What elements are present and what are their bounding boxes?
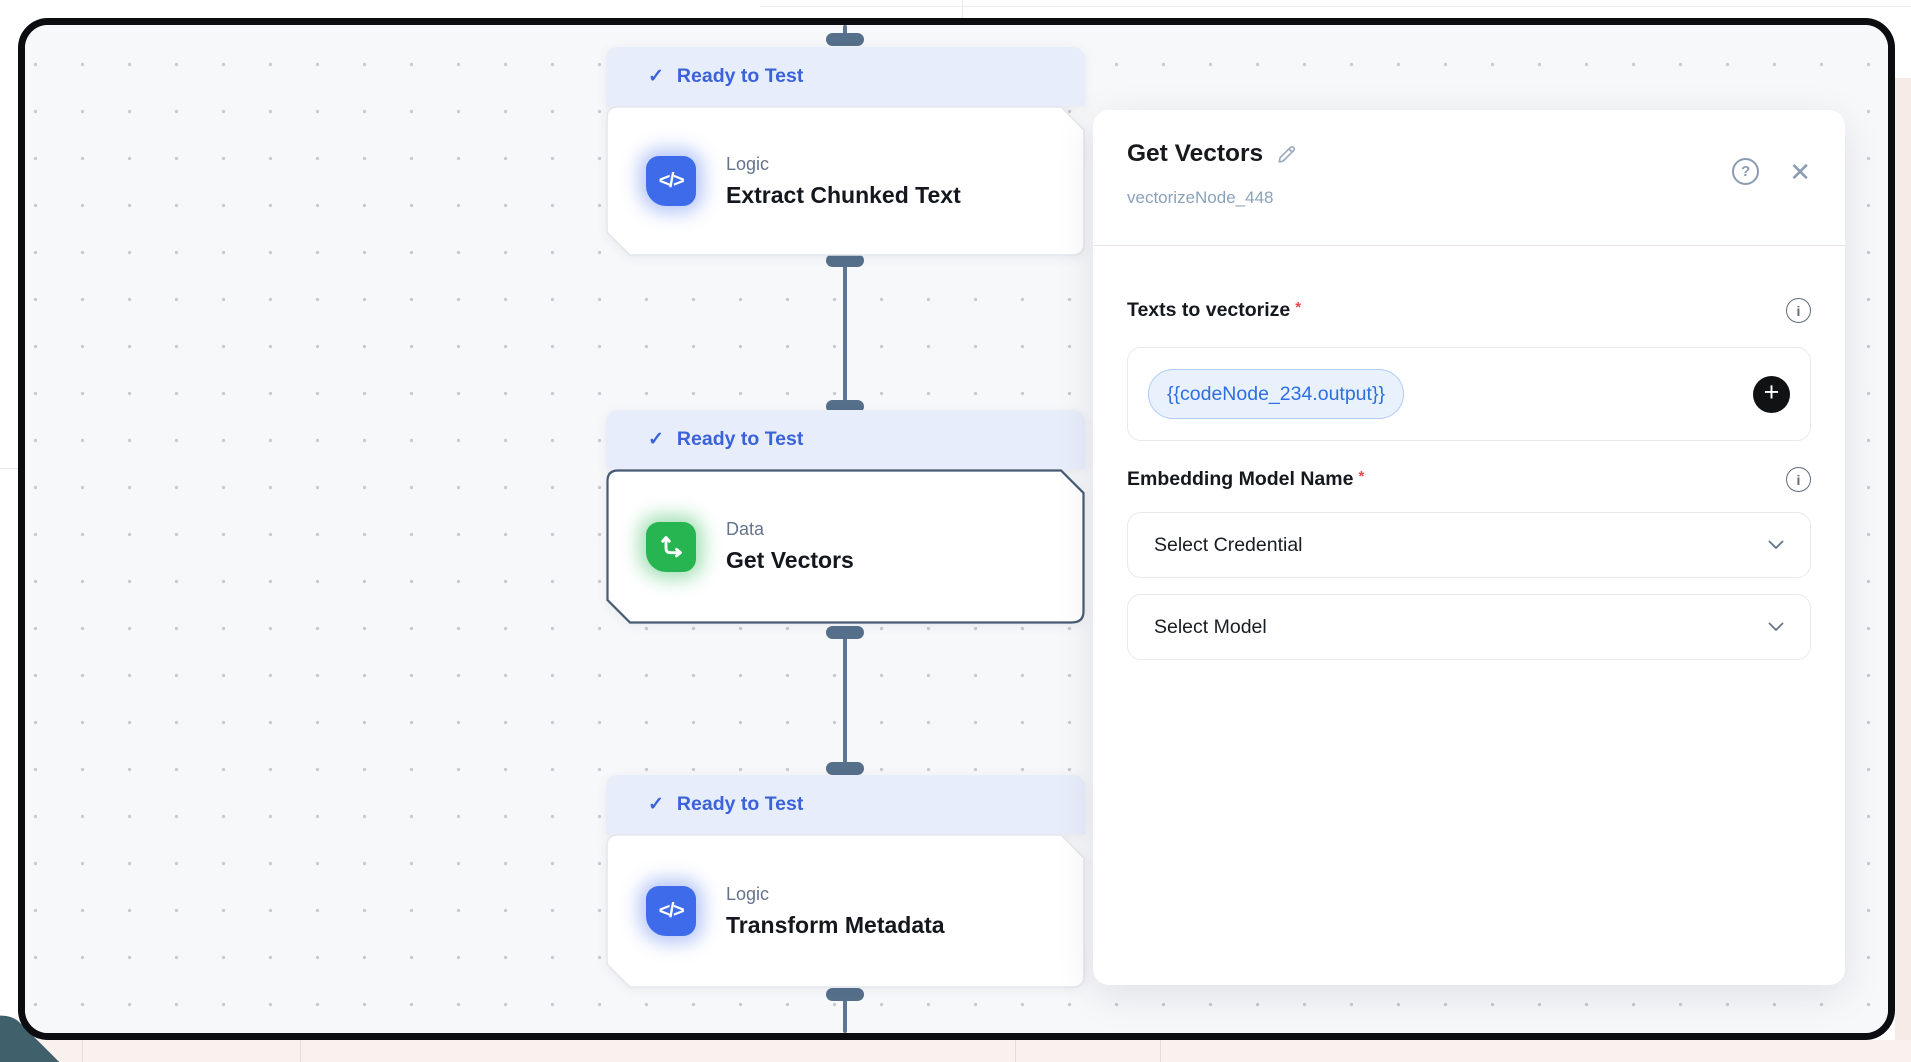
node-status-label: Ready to Test — [676, 793, 804, 815]
code-icon: </> — [646, 886, 696, 936]
page-bg-line — [300, 1040, 301, 1062]
input-port[interactable] — [826, 400, 864, 413]
node-card-shape — [606, 106, 1085, 256]
variable-chip[interactable]: {{codeNode_234.output}} — [1148, 369, 1404, 419]
panel-title: Get Vectors — [1127, 140, 1264, 167]
info-icon[interactable]: i — [1786, 467, 1811, 492]
check-icon: ✓ — [648, 429, 664, 450]
node-id-label: vectorizeNode_448 — [1127, 188, 1274, 207]
page-bg-line — [0, 468, 18, 469]
chevron-down-icon — [1768, 540, 1784, 549]
close-icon[interactable]: ✕ — [1789, 156, 1811, 187]
node-title: Extract Chunked Text — [726, 181, 961, 208]
node-status-badge: ✓ Ready to Test — [606, 775, 1085, 834]
page-bg-strip — [0, 1040, 1911, 1062]
canvas-frame: ✓ Ready to Test </> Logic Extract Chunke… — [18, 18, 1895, 1040]
node-type-label: Data — [726, 519, 765, 539]
workflow-node-transform-metadata[interactable]: ✓ Ready to Test </> Logic Transform Meta… — [606, 775, 1085, 988]
panel-divider — [1093, 245, 1845, 246]
node-card[interactable]: </> Logic Transform Metadata — [606, 834, 1085, 988]
page-bg-line — [760, 6, 1911, 7]
dropdown-value: Select Credential — [1154, 533, 1303, 556]
help-icon[interactable]: ? — [1732, 158, 1760, 185]
page-bg-strip — [1895, 78, 1911, 1062]
input-port[interactable] — [826, 33, 864, 46]
node-card[interactable]: </> Logic Extract Chunked Text — [606, 106, 1085, 256]
connector-wire — [843, 25, 847, 37]
texts-to-vectorize-input[interactable]: {{codeNode_234.output}} + — [1127, 347, 1811, 441]
texts-to-vectorize-label: Texts to vectorize — [1127, 299, 1291, 321]
select-credential-dropdown[interactable]: Select Credential — [1127, 512, 1811, 578]
node-type-label: Logic — [726, 153, 770, 174]
node-status-label: Ready to Test — [676, 428, 804, 450]
node-type-label: Logic — [726, 883, 770, 904]
add-variable-button[interactable]: + — [1753, 375, 1790, 413]
connector-wire — [843, 633, 847, 767]
select-model-dropdown[interactable]: Select Model — [1127, 594, 1811, 660]
edit-pencil-icon[interactable] — [1275, 143, 1298, 166]
connector-wire — [843, 263, 847, 405]
node-card-shape — [606, 469, 1085, 624]
dropdown-value: Select Model — [1154, 615, 1267, 638]
code-icon: </> — [646, 156, 696, 206]
page-bg-line — [962, 0, 963, 18]
output-port[interactable] — [826, 626, 864, 639]
page-bg-line — [1160, 1040, 1161, 1062]
node-title: Transform Metadata — [726, 911, 945, 938]
required-marker: * — [1358, 468, 1365, 485]
check-icon: ✓ — [648, 66, 664, 87]
workflow-node-extract-chunked-text[interactable]: ✓ Ready to Test </> Logic Extract Chunke… — [606, 47, 1085, 256]
page-bg-line — [1015, 1040, 1016, 1062]
code-glyph: </> — [658, 899, 685, 922]
node-status-badge: ✓ Ready to Test — [606, 47, 1085, 106]
chevron-down-icon — [1768, 622, 1784, 631]
required-marker: * — [1295, 299, 1302, 316]
input-port[interactable] — [826, 762, 864, 775]
node-card-selected[interactable]: Data Get Vectors — [606, 469, 1085, 624]
workflow-canvas[interactable]: ✓ Ready to Test </> Logic Extract Chunke… — [25, 25, 1888, 1033]
embedding-model-name-label: Embedding Model Name — [1127, 468, 1354, 490]
check-icon: ✓ — [648, 794, 664, 815]
vector-axis-icon — [646, 521, 696, 572]
node-status-badge: ✓ Ready to Test — [606, 410, 1085, 469]
workflow-node-get-vectors[interactable]: ✓ Ready to Test — [606, 410, 1085, 624]
page-bg-line — [82, 1040, 83, 1062]
connector-wire — [843, 997, 847, 1033]
code-glyph: </> — [658, 169, 685, 192]
node-card-shape — [606, 834, 1085, 988]
output-port[interactable] — [826, 254, 864, 267]
output-port[interactable] — [826, 988, 864, 1001]
node-config-panel: Get Vectors vectorizeNode_448 ? ✕ — [1093, 110, 1845, 985]
info-icon[interactable]: i — [1786, 298, 1811, 323]
node-title: Get Vectors — [726, 547, 854, 573]
node-status-label: Ready to Test — [676, 65, 804, 87]
